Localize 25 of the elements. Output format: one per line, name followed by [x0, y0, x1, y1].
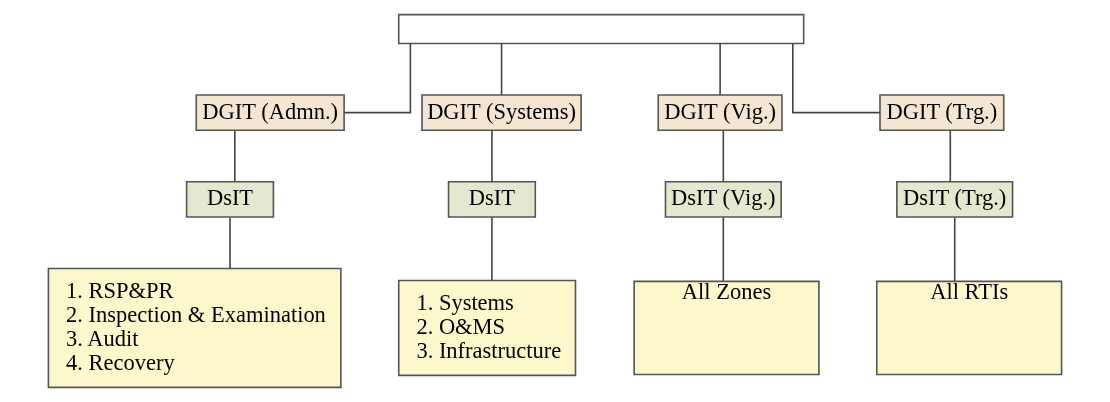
connector — [491, 129, 493, 183]
connector — [343, 42, 412, 114]
node-box: 1. Systems 2. O&MS 3. Infrastructure — [397, 279, 577, 377]
connector — [953, 216, 956, 282]
node-box: DsIT — [447, 180, 537, 218]
connector — [722, 129, 725, 183]
node-box: DGIT (Admn.) — [195, 94, 345, 132]
node-box: DsIT (Trg.) — [896, 180, 1014, 218]
connector — [722, 216, 725, 282]
node-box: All Zones — [633, 280, 820, 376]
connector — [234, 129, 236, 183]
node-box: DGIT (Trg.) — [879, 94, 1005, 132]
node-box: 1. RSP&PR 2. Inspection & Examination 3. Audit 4. Recovery — [47, 267, 342, 389]
node-box: All RTIs — [875, 280, 1063, 376]
connector — [719, 42, 721, 96]
connector — [229, 216, 231, 270]
connector — [792, 42, 881, 114]
node-box: DsIT (Vig.) — [664, 180, 782, 218]
connector — [949, 129, 952, 183]
connector — [491, 216, 493, 282]
node-box: DGIT (Vig.) — [657, 94, 783, 132]
node-box: DsIT — [185, 180, 275, 218]
connector — [500, 42, 503, 96]
node-box — [397, 13, 805, 45]
node-box: DGIT (Systems) — [421, 94, 582, 132]
